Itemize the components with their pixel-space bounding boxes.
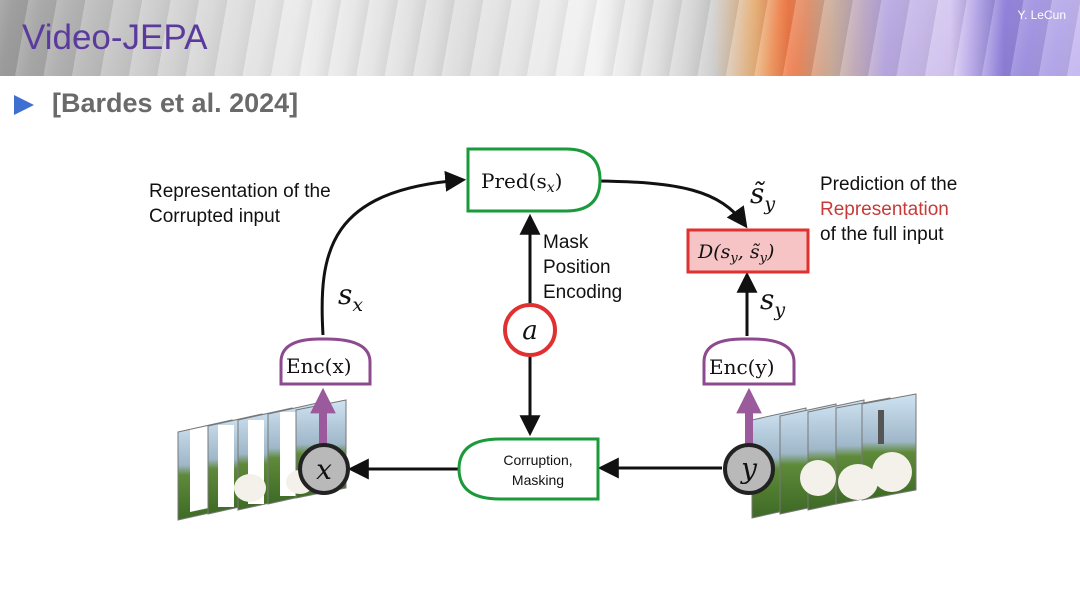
energy-label: D(sy, s̃y) [697, 241, 774, 266]
encoder-x-label: Enc(x) [286, 354, 352, 378]
pred-to-sy-tilde-arrow [596, 179, 748, 229]
input-y-node [723, 443, 775, 495]
right-note-line2: Representation [820, 199, 949, 220]
left-note-line2: Corrupted input [149, 206, 281, 227]
sy-tilde-label: s̃y [750, 177, 775, 215]
corruption-node [457, 437, 600, 501]
input-x-label: x [316, 453, 332, 486]
corruption-label-line1: Corruption, [503, 452, 572, 468]
latent-a-label: a [522, 316, 538, 346]
left-note-line1: Representation of the [149, 181, 331, 202]
predictor-label: Pred(sx) [481, 169, 562, 196]
sx-to-pred-arrow [320, 170, 467, 336]
right-note-line3: of the full input [820, 224, 944, 245]
mask-note-line2: Position [543, 257, 611, 278]
encoder-y-node [702, 337, 796, 386]
full-video-frames [751, 393, 917, 519]
latent-a-node [503, 303, 557, 357]
predictor-node [466, 147, 602, 213]
encoder-y-label: Enc(y) [709, 355, 775, 379]
corruption-label-line2: Masking [512, 472, 564, 488]
energy-node [686, 228, 810, 274]
mask-note-line3: Encoding [543, 282, 622, 303]
slide-author: Y. LeCun [1017, 8, 1067, 22]
input-y-label: y [739, 452, 758, 485]
right-note-line1: Prediction of the [820, 174, 957, 195]
input-x-node [298, 443, 350, 495]
sx-label: sx [338, 278, 363, 316]
slide-title: Video-JEPA [22, 18, 208, 57]
bullet-arrow-icon [14, 95, 34, 115]
sy-label: sy [760, 283, 785, 321]
mask-note-line1: Mask [543, 232, 589, 253]
citation-bullet: [Bardes et al. 2024] [52, 88, 299, 118]
masked-video-frames [177, 399, 347, 521]
encoder-x-node [279, 337, 372, 386]
header-banner [0, 0, 1080, 76]
